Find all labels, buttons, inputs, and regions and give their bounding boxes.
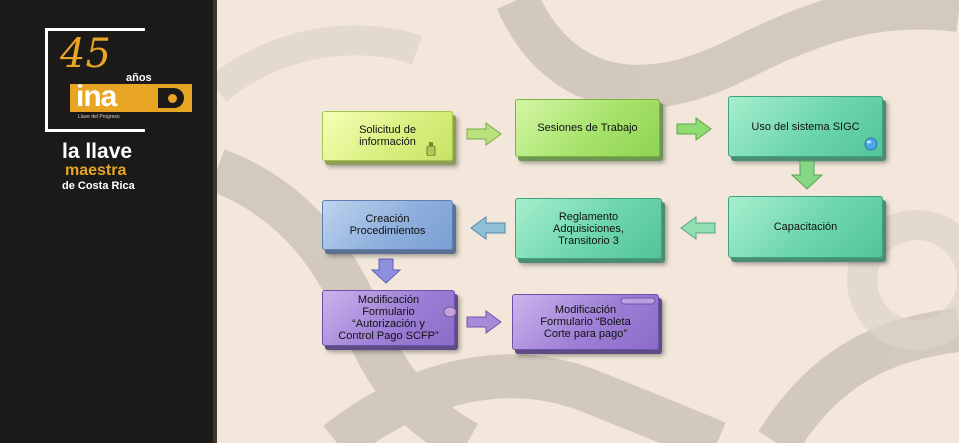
globe-icon — [864, 137, 878, 151]
background-key-watermark — [217, 0, 959, 443]
arrow-right-icon — [676, 117, 712, 141]
arrow-right-icon — [466, 122, 502, 146]
arrow-left-icon — [680, 216, 716, 240]
arrow-right-icon — [466, 310, 502, 334]
anniversary-number: 45 — [60, 31, 111, 77]
anniversary-word: años — [126, 72, 152, 84]
slogan-line-2: maestra — [65, 162, 127, 179]
node-reglamento-label: Reglamento Adquisiciones, Transitorio 3 — [553, 210, 624, 247]
brand-divider — [213, 0, 217, 443]
brand-panel: 45 años ina Llave del Progreso la llave … — [0, 0, 213, 443]
arrow-down-icon — [371, 258, 401, 284]
node-uso-sigc[interactable]: Uso del sistema SIGC — [728, 96, 883, 157]
tube-icon — [620, 297, 656, 305]
arrow-left-icon — [470, 216, 506, 240]
key-hole-icon — [168, 94, 177, 103]
node-creacion[interactable]: Creación Procedimientos — [322, 200, 453, 250]
node-mod-autorizacion-label: Modificación Formulario “Autorización y … — [338, 294, 439, 342]
node-mod-autorizacion[interactable]: Modificación Formulario “Autorización y … — [322, 290, 455, 346]
node-capacitacion[interactable]: Capacitación — [728, 196, 883, 258]
bottle-icon — [426, 142, 436, 156]
node-mod-boleta-label: Modificación Formulario “Boleta Corte pa… — [540, 304, 631, 340]
node-creacion-label: Creación Procedimientos — [349, 213, 426, 237]
arrow-down-icon — [791, 160, 823, 190]
slogan-line-1: la llave — [62, 140, 133, 163]
slogan-line-3: de Costa Rica — [62, 180, 135, 192]
ina-logo-text: ina — [76, 80, 117, 113]
node-capacitacion-label: Capacitación — [773, 221, 838, 233]
node-uso-sigc-label: Uso del sistema SIGC — [751, 120, 860, 133]
node-sesiones[interactable]: Sesiones de Trabajo — [515, 99, 660, 157]
node-sesiones-label: Sesiones de Trabajo — [537, 122, 638, 134]
logo-frame — [45, 28, 145, 132]
logo-tagline: Llave del Progreso — [78, 114, 120, 120]
gem-icon — [443, 306, 457, 318]
node-solicitud-label: Solicitud de información — [359, 124, 416, 148]
node-reglamento[interactable]: Reglamento Adquisiciones, Transitorio 3 — [515, 198, 662, 259]
